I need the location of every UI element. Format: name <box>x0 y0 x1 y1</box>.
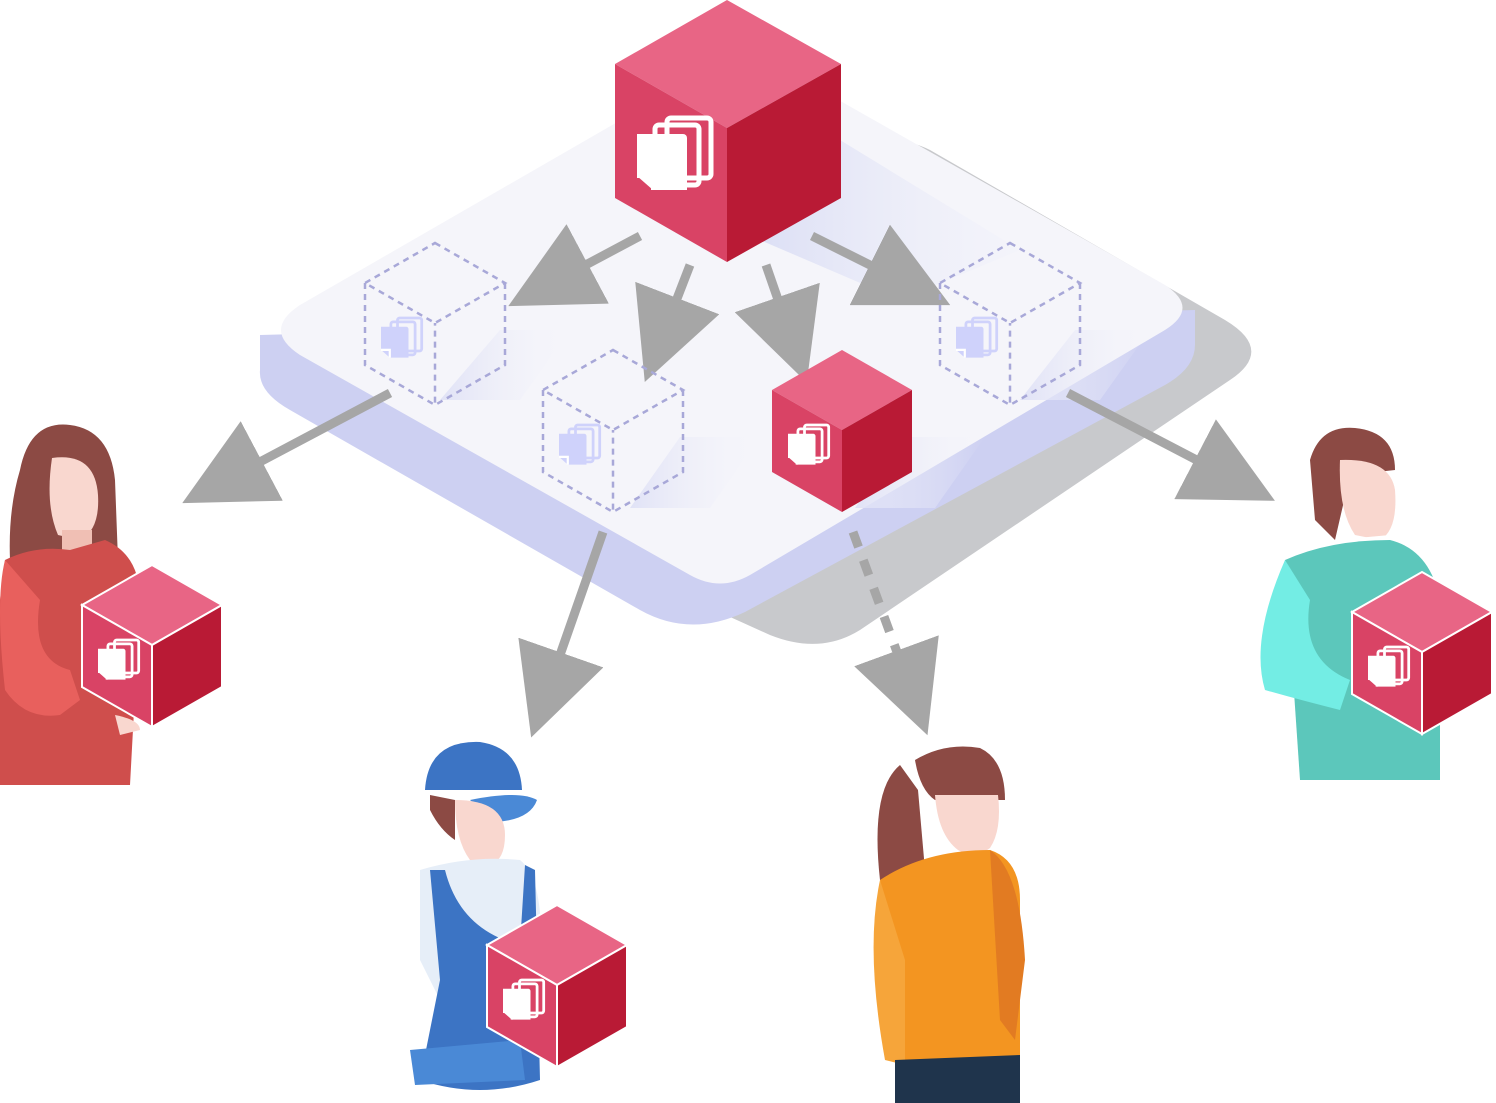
ghost-cube-left <box>362 241 508 408</box>
face <box>455 800 505 865</box>
arm <box>0 560 80 716</box>
lane-center <box>630 437 760 508</box>
hair <box>1310 427 1395 540</box>
arm <box>1260 560 1350 710</box>
lane-filled <box>855 437 985 508</box>
ghost-cube-right <box>937 241 1083 408</box>
master-cube: MASTER <box>615 0 1386 262</box>
arrows <box>182 224 1275 738</box>
recipient-man-teal <box>1260 427 1495 780</box>
torso <box>880 850 1020 1070</box>
hand <box>115 715 140 735</box>
arrow-master-to-slot-right <box>809 224 951 306</box>
recipient-girl-orange <box>873 746 1025 1103</box>
sleeve <box>410 1040 525 1085</box>
arrow-master-to-slot-filled <box>734 263 820 383</box>
arrow-slot-right-to-man <box>1065 389 1275 501</box>
solid-cube <box>772 350 912 512</box>
held-cube <box>79 563 225 729</box>
pants <box>895 1055 1020 1103</box>
cap-brim <box>470 795 537 822</box>
ghost-cube-center <box>540 348 686 515</box>
hair <box>915 746 1005 800</box>
arrow-slot-left-to-woman <box>182 389 393 504</box>
held-cube <box>1349 570 1495 736</box>
recipient-woman-red <box>0 424 225 785</box>
arrow-slot-center-to-worker <box>518 530 608 738</box>
hair <box>430 795 455 840</box>
lane-right <box>1020 330 1150 400</box>
face <box>1339 459 1396 540</box>
arrow-master-to-slot-left <box>508 224 643 307</box>
arrow-master-to-slot-center <box>635 263 720 382</box>
ponytail <box>877 765 925 884</box>
face <box>935 795 999 855</box>
cap <box>425 741 522 790</box>
arm-right <box>990 850 1025 1040</box>
master-label: MASTER <box>1288 29 1386 100</box>
recipient-worker-blue <box>410 741 630 1090</box>
arm <box>873 880 905 1065</box>
face <box>49 457 99 540</box>
held-cube <box>484 903 630 1069</box>
